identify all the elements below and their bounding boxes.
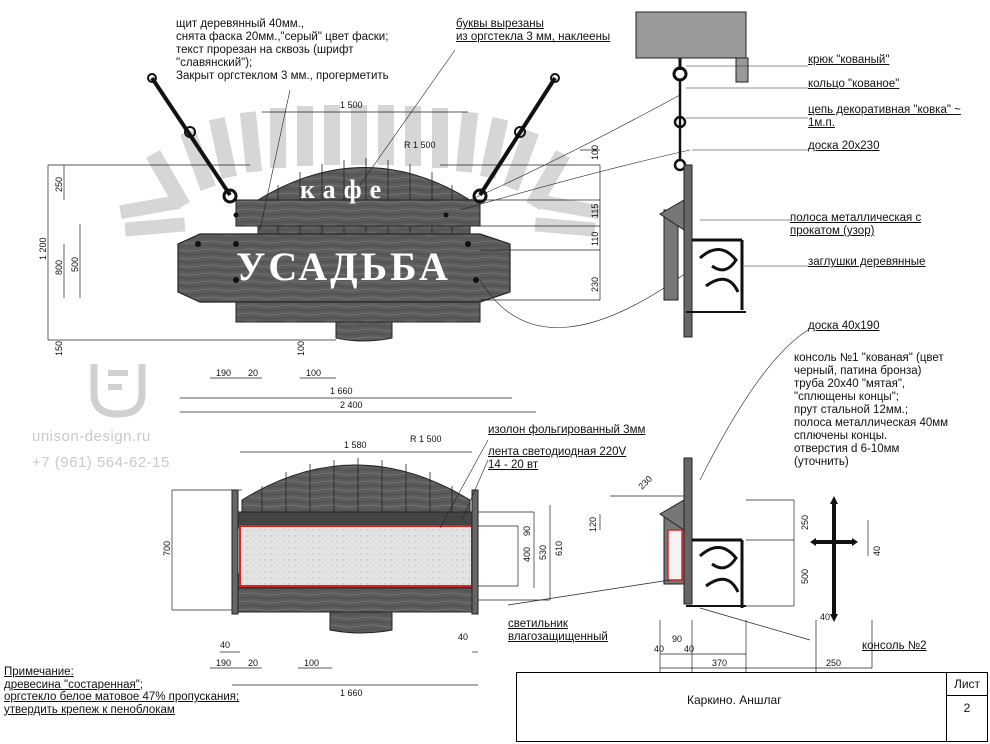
dim-370: 370: [712, 658, 727, 668]
label-wood-plugs: заглушки деревянные: [808, 256, 926, 268]
label-board-desc: щит деревянный 40мм., снята фаска 20мм.,…: [176, 18, 389, 82]
label-board-20x230: доска 20х230: [808, 140, 880, 152]
title-block-sheet-cell: Лист 2: [946, 673, 987, 741]
dim-90: 90: [522, 526, 532, 536]
dim-100-top-a: 100: [306, 368, 321, 378]
dim-r1500-top: R 1 500: [404, 140, 436, 150]
dim-100-vert: 100: [296, 341, 306, 356]
note-line-3: утвердить крепеж к пеноблокам: [4, 703, 175, 716]
dim-1660-top: 1 660: [330, 386, 353, 396]
title-block: Каркино. Аншлаг Лист 2: [516, 672, 988, 742]
dim-120: 120: [588, 517, 598, 532]
upper-sign-front: [177, 158, 511, 342]
dim-610: 610: [554, 541, 564, 556]
dim-500-side: 500: [800, 569, 810, 584]
dim-40-side-b: 40: [684, 644, 694, 654]
lower-side-dims: [507, 495, 873, 672]
dim-250-console: 250: [826, 658, 841, 668]
title-block-sheet-label: Лист: [947, 673, 987, 696]
dim-40-bottom-right: 40: [458, 632, 468, 642]
dim-20-top: 20: [248, 368, 258, 378]
dim-110: 110: [590, 232, 600, 246]
label-lamp: светильник влагозащищенный: [508, 618, 608, 643]
dim-150: 150: [54, 341, 64, 356]
dim-400: 400: [522, 547, 532, 562]
label-metal-strip: полоса металлическая с прокатом (узор): [790, 212, 922, 237]
dim-40-console-v: 40: [872, 546, 882, 556]
dim-40-console: 40: [820, 612, 830, 622]
dim-20-bottom: 20: [248, 658, 258, 668]
label-console-2: консоль №2: [862, 640, 927, 652]
watermark-site: unison-design.ru: [32, 428, 151, 445]
dim-700: 700: [162, 541, 172, 556]
dim-100-right: 100: [590, 145, 600, 160]
dim-530: 530: [538, 545, 548, 560]
dimension-texts: 1 500 R 1 500 1 660 2 400 190 20 100 1 2…: [38, 100, 882, 698]
dim-190-top: 190: [216, 368, 231, 378]
dim-1660-bottom: 1 660: [340, 688, 363, 698]
title-block-sheet-number: 2: [963, 701, 971, 715]
dim-250-side: 250: [800, 515, 810, 530]
dim-90-side: 90: [672, 634, 682, 644]
dim-40-bottom-left: 40: [220, 640, 230, 650]
unison-logo-icon: [90, 364, 146, 418]
watermark-phone: +7 (961) 564-62-15: [32, 454, 170, 471]
label-ring: кольцо "кованое": [808, 78, 900, 90]
label-chain: цепь декоративная "ковка" ~ 1м.п.: [808, 104, 961, 129]
dim-250-left: 250: [54, 177, 64, 192]
label-isolon: изолон фольгированный 3мм: [488, 424, 646, 436]
label-console-1: консоль №1 "кованая" (цвет черный, патин…: [794, 352, 949, 468]
lower-side-view: [659, 457, 746, 608]
title-block-name: Каркино. Аншлаг: [687, 693, 782, 707]
dim-230-right: 230: [590, 277, 600, 292]
note-title: Примечание:: [4, 666, 74, 678]
sign-main-text: УСАДЬБА: [236, 244, 451, 289]
lower-sign-section: [231, 458, 479, 634]
dim-190-bottom: 190: [216, 658, 231, 668]
dim-100-bottom: 100: [304, 658, 319, 668]
upper-chains: [147, 73, 560, 204]
dim-2400: 2 400: [340, 400, 363, 410]
label-hook: крюк "кованый": [808, 54, 890, 66]
note-block: Примечание: древесина "состаренная"; орг…: [4, 666, 239, 716]
label-board-40x190: доска 40х190: [808, 320, 880, 332]
upper-side-leaders: [686, 65, 809, 481]
upper-leaders: [259, 49, 691, 328]
dim-1500-top: 1 500: [340, 100, 363, 110]
dim-230-side: 230: [636, 474, 654, 492]
dim-800: 800: [54, 260, 64, 275]
upper-side-view: [635, 11, 749, 338]
console-2-detail: [810, 496, 858, 622]
dim-40-side: 40: [654, 644, 664, 654]
sign-top-text: кафе: [300, 175, 389, 204]
dim-1580: 1 580: [344, 440, 367, 450]
upper-dim-lines: [47, 111, 601, 413]
dim-115: 115: [590, 204, 600, 218]
label-letters-desc: буквы вырезаны из оргстекла 3 мм, наклее…: [456, 18, 611, 43]
dim-500-left: 500: [70, 257, 80, 272]
dim-1200: 1 200: [38, 237, 48, 260]
label-led: лента светодиодная 220V 14 - 20 вт: [488, 446, 627, 471]
note-line-1: древесина "состаренная";: [4, 678, 144, 691]
note-line-2: оргстекло белое матовое 47% пропускания;: [4, 691, 240, 703]
lower-leaders: [439, 439, 489, 529]
lower-dim-lines: [171, 451, 551, 686]
dim-r1500-bottom: R 1 500: [410, 434, 442, 444]
watermark-arch: [119, 105, 601, 237]
